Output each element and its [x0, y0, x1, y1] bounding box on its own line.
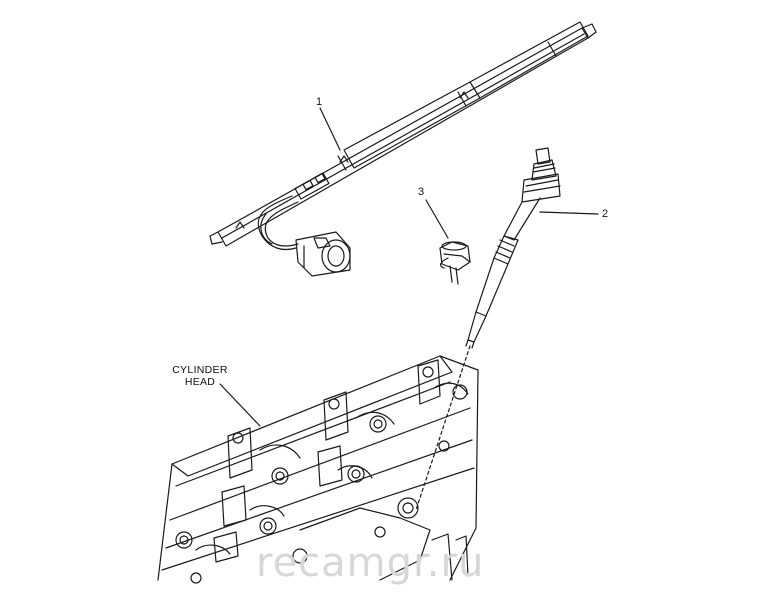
leader-line-head — [219, 383, 261, 427]
leader-line-1 — [319, 107, 341, 151]
callout-glow-plug: 2 — [602, 208, 609, 220]
glow-plug-wiring-harness-icon — [209, 21, 597, 251]
cylinder-head-label-line1: CYLINDER — [172, 364, 228, 376]
cylinder-head-label: CYLINDER HEAD — [160, 364, 240, 388]
watermark: recamgr.ru — [256, 540, 485, 586]
callout-harness: 1 — [316, 96, 323, 108]
cylinder-head-label-line2: HEAD — [184, 376, 216, 388]
glow-plug-icon — [465, 147, 561, 349]
leader-line-3 — [425, 199, 449, 239]
electrical-connector-icon — [295, 231, 351, 277]
callout-nut: 3 — [418, 186, 425, 198]
cylinder-head-icon — [157, 355, 479, 584]
terminal-nut-icon — [439, 241, 471, 285]
installation-path — [415, 345, 471, 511]
leader-line-2 — [539, 211, 599, 215]
